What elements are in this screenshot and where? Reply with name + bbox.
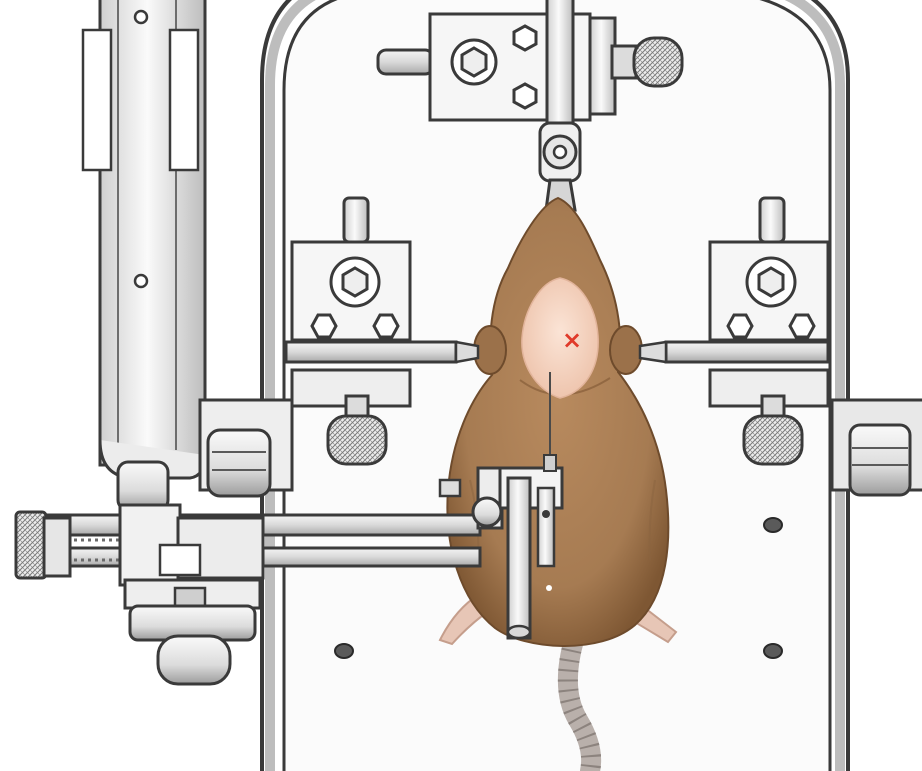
- shaved-scalp: [521, 277, 599, 399]
- right-ear-bar-holder: [708, 196, 830, 466]
- left-ear-bar-holder: [198, 196, 412, 498]
- base-plate-holes: [334, 517, 783, 659]
- mouse: [438, 196, 678, 771]
- left-ear-bar: [284, 340, 480, 364]
- nose-bar-assembly: [376, 0, 684, 212]
- left-vertical-post: [81, 0, 207, 480]
- manipulator-arm: [14, 372, 564, 686]
- injection-target-marker: ×: [562, 326, 582, 354]
- mouse-ear-right: [609, 325, 643, 375]
- right-side-bracket: [830, 398, 922, 497]
- right-ear-bar: [638, 340, 830, 364]
- mouse-tail: [557, 630, 602, 771]
